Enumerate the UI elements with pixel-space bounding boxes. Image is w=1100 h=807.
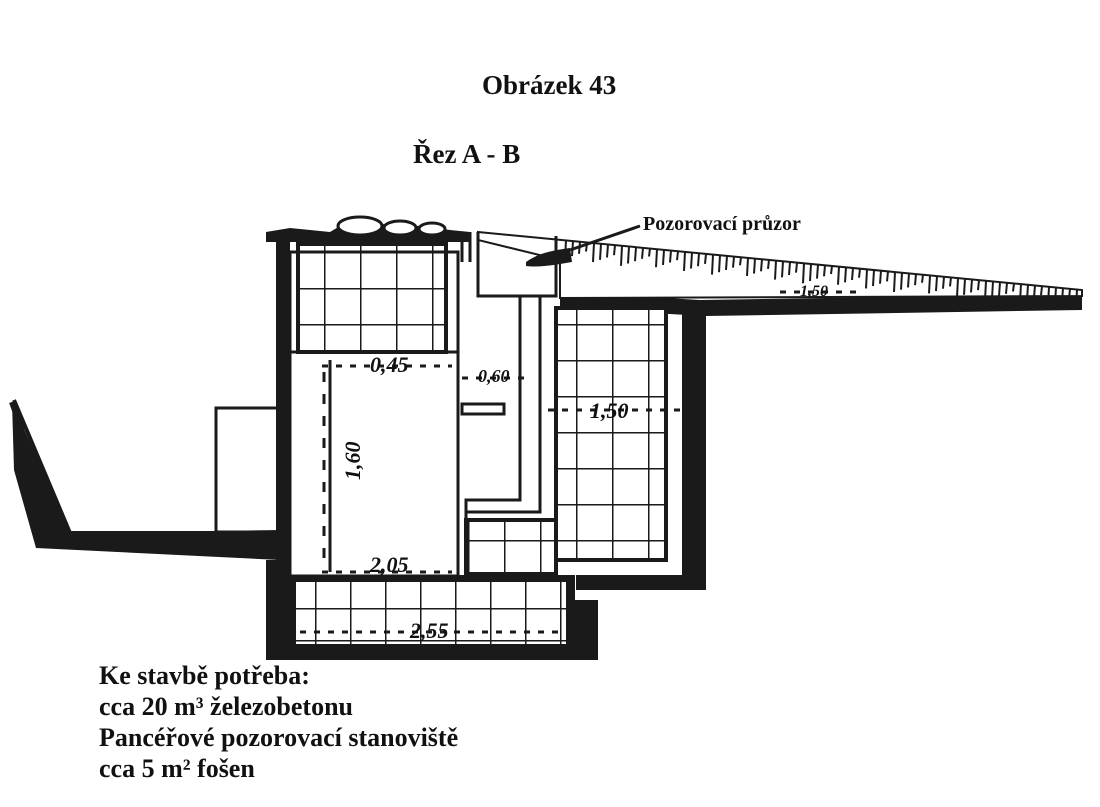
periscope-icon bbox=[460, 224, 641, 416]
earth-cover bbox=[477, 230, 1083, 310]
rubble-top bbox=[266, 215, 470, 242]
requirement-item: Pancéřové pozorovací stanoviště bbox=[99, 723, 459, 752]
dim-label-150: 1,50 bbox=[590, 398, 629, 423]
figure-title: Obrázek 43 bbox=[482, 70, 617, 100]
right-wall-grid bbox=[554, 306, 668, 562]
section-title: Řez A - B bbox=[413, 139, 521, 169]
requirements-heading: Ke stavbě potřeba: bbox=[99, 661, 310, 690]
dimension-lines bbox=[300, 290, 860, 634]
dim-label-160: 1,60 bbox=[340, 442, 365, 481]
dim-label-255: 2,55 bbox=[409, 618, 449, 643]
requirement-item: cca 20 m³ železobetonu bbox=[99, 692, 353, 721]
step-grid bbox=[464, 518, 558, 576]
construction-requirements: Ke stavbě potřeba: cca 20 m³ železobeton… bbox=[99, 660, 458, 784]
chamber-outlines bbox=[214, 232, 558, 578]
dim-label-045: 0,45 bbox=[370, 352, 409, 377]
roof-slab-grid bbox=[296, 242, 448, 354]
requirement-item: cca 5 m² fošen bbox=[99, 754, 255, 783]
foundation-grid bbox=[292, 578, 570, 648]
trench-ground bbox=[9, 399, 290, 560]
periscope-label: Pozorovací průzor bbox=[643, 213, 801, 235]
dim-label-060: 0,60 bbox=[478, 366, 510, 386]
dim-label-205: 2,05 bbox=[369, 552, 409, 577]
dim-label-slope: 1,50 bbox=[800, 283, 828, 300]
